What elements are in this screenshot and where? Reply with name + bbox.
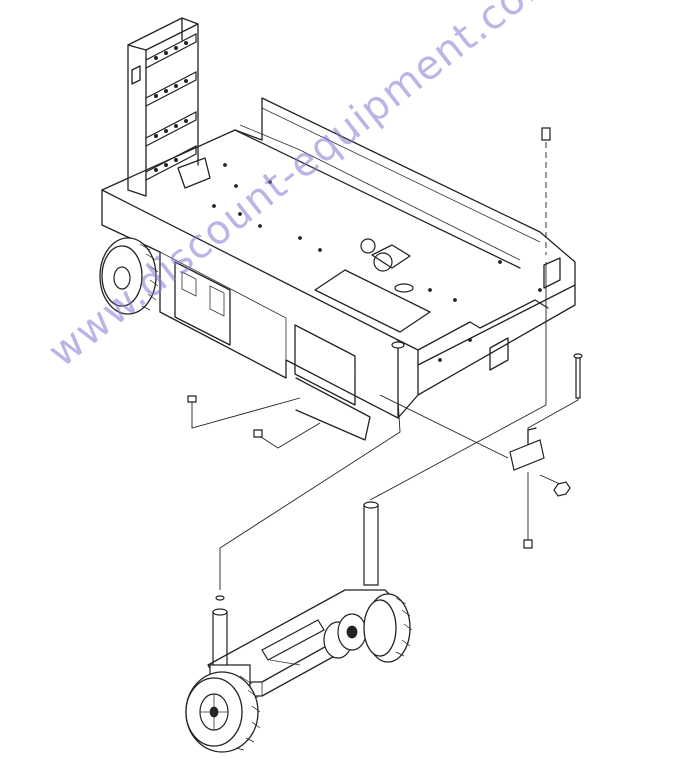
step-ladder [127, 17, 211, 197]
grease-fitting [541, 127, 551, 255]
front-right-wheel [363, 593, 413, 663]
front-left-wheel [185, 671, 261, 753]
assembly-leaders [191, 262, 579, 590]
steer-axle-assembly [207, 501, 401, 697]
rear-wheel [99, 237, 159, 315]
hardware-parts [187, 353, 583, 601]
chassis-frame [101, 97, 576, 441]
